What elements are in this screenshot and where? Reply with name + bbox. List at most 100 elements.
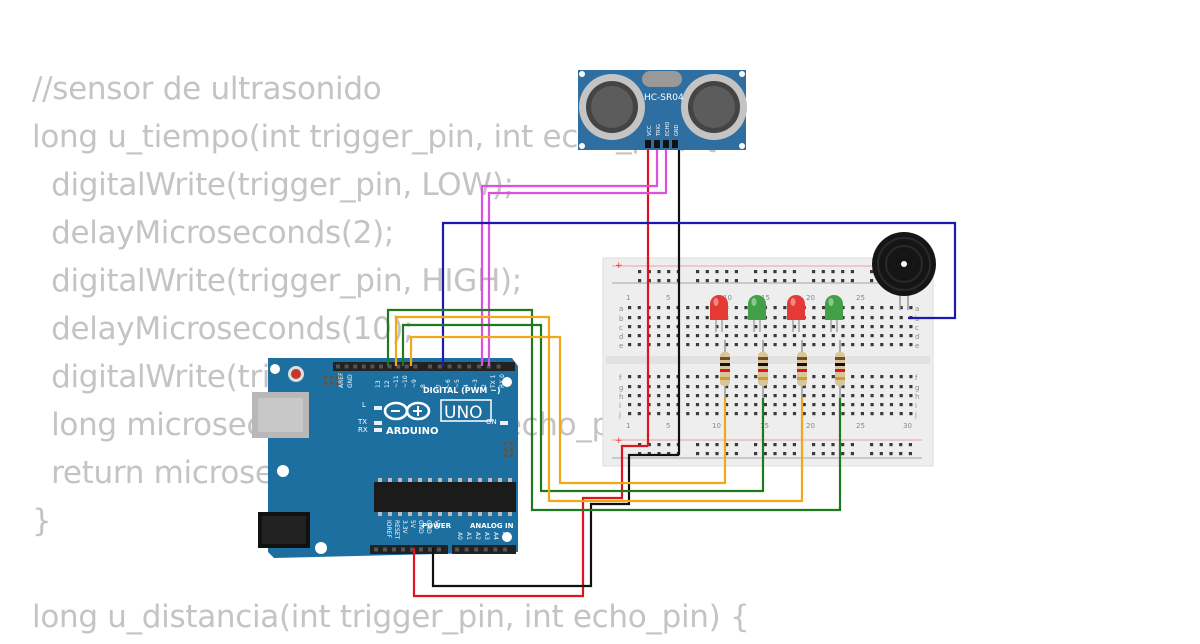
row-letter: g [619, 384, 623, 392]
pin-label: ~5 [454, 379, 461, 388]
row-letter: h [619, 393, 623, 401]
resistor [797, 340, 807, 400]
column-number: 1 [626, 422, 630, 430]
column-number: 25 [856, 422, 865, 430]
row-letter: c [619, 324, 623, 332]
wire [394, 315, 804, 503]
arduino-uno-board[interactable]: ARDUINO UNO DIGITAL (PWM ~) L TX RX ON P… [252, 358, 518, 558]
led-label-tx: TX [357, 418, 367, 426]
row-letter: i [619, 402, 621, 410]
pin-label: A3 [483, 532, 490, 540]
pin-label: 7 [436, 384, 443, 388]
row-letter: c [915, 324, 919, 332]
led-label-rx: RX [358, 426, 368, 434]
resistors[interactable] [720, 340, 845, 400]
power-header: POWER [422, 522, 452, 530]
pin-label: TRIG [656, 124, 662, 137]
led [710, 295, 728, 332]
digital-pin-labels: AREF GND 13 12 ~11 ~10 ~9 8 7 ~6 ~5 4 ~3… [338, 372, 506, 389]
pin-label: RX 0 [499, 374, 506, 388]
column-number: 15 [760, 422, 769, 430]
pin-label: A5 [501, 532, 508, 540]
pin-label: IOREF [385, 520, 392, 538]
arduino-model: UNO [444, 403, 483, 423]
column-number: 30 [903, 422, 912, 430]
code-line: digitalWrite(trigger_pin, LOW); [32, 167, 514, 203]
wire [386, 308, 842, 512]
row-letter: e [915, 342, 919, 350]
wires[interactable] [386, 150, 957, 598]
analog-header: ANALOG IN [470, 522, 514, 530]
column-number: 15 [761, 294, 770, 302]
wire [441, 221, 957, 366]
pin-label: ~9 [411, 379, 418, 388]
pin-label: 12 [384, 380, 391, 388]
pin-label: ~3 [472, 379, 479, 388]
row-letter: j [914, 411, 917, 419]
column-number: 5 [666, 294, 670, 302]
pin-label: GND [674, 124, 680, 136]
circuit-diagram: 1 5 10 15 20 25 1 5 10 15 20 25 30 a b c… [252, 70, 957, 598]
pin-label: 2 [481, 384, 488, 388]
column-number: 1 [626, 294, 630, 302]
pin-label: ~11 [393, 375, 400, 388]
pin-label: GND [425, 520, 432, 534]
row-letter: i [915, 402, 917, 410]
pin-label: 13 [375, 380, 382, 388]
pin-label: A2 [474, 532, 481, 540]
column-number: 20 [806, 294, 815, 302]
sensor-model: HC-SR04 [644, 93, 684, 103]
code-line: //sensor de ultrasonido [32, 71, 382, 107]
led-label-l: L [362, 401, 366, 409]
row-letter: a [915, 305, 919, 313]
pin-label: 3.3V [401, 520, 408, 535]
pin-label: VCC [647, 125, 653, 136]
pin-label: GND [347, 374, 354, 388]
pin-label: AREF [338, 372, 345, 388]
pin-label: 5V [409, 520, 416, 529]
wire [401, 323, 765, 493]
led [825, 295, 843, 332]
row-letter: j [618, 411, 621, 419]
wire [431, 453, 679, 588]
led [748, 295, 766, 332]
code-line: long u_distancia(int trigger_pin, int ec… [32, 599, 750, 635]
led [787, 295, 805, 332]
pin-label: ~6 [445, 379, 452, 388]
column-number: 5 [666, 422, 670, 430]
row-letter: h [915, 393, 919, 401]
arduino-logo [383, 401, 431, 421]
column-number: 10 [723, 294, 732, 302]
row-letter: a [619, 305, 623, 313]
pin-label: A0 [456, 532, 463, 540]
row-letter: b [619, 315, 624, 323]
resistor [720, 340, 730, 400]
pin-label: ~10 [402, 375, 409, 388]
leds[interactable] [710, 295, 843, 332]
row-letter: f [915, 374, 918, 382]
pin-label: ECHO [665, 122, 671, 136]
row-letter: d [915, 333, 919, 341]
piezo-buzzer[interactable] [872, 232, 936, 310]
svg-text:+: + [615, 436, 623, 446]
on-label: ON [486, 418, 497, 426]
code-line: delayMicroseconds(2); [32, 215, 395, 251]
resistor [758, 340, 768, 400]
column-number: 10 [712, 422, 721, 430]
analog-pin-labels: A0 A1 A2 A3 A4 A5 [456, 532, 508, 540]
pin-label: Vin [433, 520, 440, 530]
wire [487, 150, 668, 366]
ultrasonic-sensor[interactable]: HC-SR04 VCC TRIG ECHO GND [578, 70, 747, 150]
pin-label: A4 [492, 532, 499, 540]
row-letter: g [915, 384, 919, 392]
code-line: delayMicroseconds(10); [32, 311, 414, 347]
column-number: 25 [856, 294, 865, 302]
pin-label: RESET [393, 520, 400, 540]
resistor [835, 340, 845, 400]
row-letter: d [619, 333, 623, 341]
digital-header: DIGITAL (PWM ~) [423, 386, 501, 395]
power-pin-labels: IOREF RESET 3.3V 5V GND GND Vin [385, 520, 440, 540]
pin-label: TX 1 [490, 374, 497, 389]
pin-label: GND [417, 520, 424, 534]
column-number: 20 [806, 422, 815, 430]
